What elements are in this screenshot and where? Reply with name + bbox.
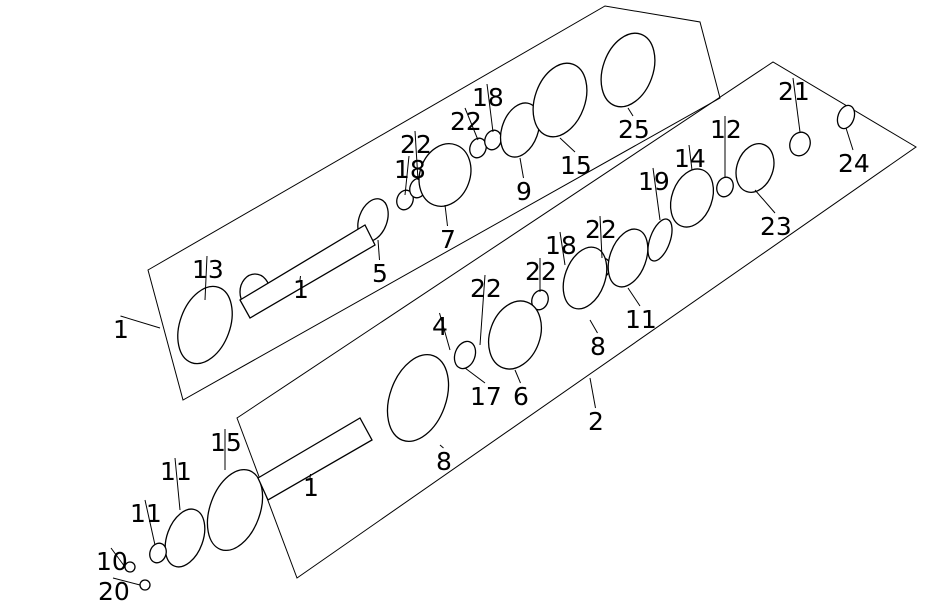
callout-22: 22	[470, 274, 502, 303]
callout-15: 15	[210, 428, 242, 457]
leader-line	[444, 204, 448, 227]
callout-4: 4	[432, 312, 448, 341]
callout-13: 13	[192, 255, 224, 284]
leader-line	[404, 155, 410, 196]
leader-line	[559, 137, 576, 153]
leader-line	[174, 457, 181, 511]
callout-20: 20	[98, 577, 130, 606]
leader-line	[439, 444, 444, 449]
leader-line	[589, 377, 596, 409]
part-shape	[164, 508, 206, 568]
group-2-outline	[236, 61, 917, 579]
leader-line	[309, 473, 311, 479]
callout-21: 21	[778, 77, 810, 106]
part-shape	[139, 579, 151, 591]
leader-line	[754, 189, 776, 214]
part-shape	[149, 542, 167, 564]
callout-12: 12	[710, 115, 742, 144]
part-shape	[386, 353, 450, 443]
part-shape	[562, 246, 608, 310]
leader-line	[464, 367, 486, 384]
part-shape	[669, 168, 715, 228]
part-shape	[647, 218, 673, 262]
leader-line	[559, 231, 566, 266]
leader-line	[299, 275, 301, 281]
callout-24: 24	[838, 149, 870, 178]
lower-shaft	[257, 417, 373, 501]
upper-shaft	[239, 224, 376, 319]
leader-line	[464, 107, 479, 141]
leader-line	[652, 167, 661, 221]
part-shape	[532, 62, 588, 138]
callout-22: 22	[450, 107, 482, 136]
part-shape	[453, 340, 477, 370]
part-shape	[499, 102, 541, 158]
callout-5: 5	[372, 259, 388, 288]
callout-9: 9	[516, 177, 532, 206]
leader-line	[377, 239, 380, 261]
callout-19: 19	[638, 167, 670, 196]
callout-1: 1	[303, 473, 319, 502]
leader-line	[589, 319, 598, 334]
leader-line	[144, 499, 156, 546]
part-shape	[487, 300, 543, 370]
part-shape	[836, 104, 856, 130]
leader-line	[439, 312, 451, 351]
part-shape	[716, 176, 734, 198]
part-shape	[418, 143, 472, 207]
callout-25: 25	[618, 115, 650, 144]
callout-14: 14	[674, 144, 706, 173]
callout-18: 18	[545, 231, 577, 260]
leader-line	[792, 77, 801, 133]
part-shape	[206, 468, 264, 552]
part-shape	[607, 228, 649, 288]
callout-22: 22	[585, 215, 617, 244]
leader-line	[688, 144, 693, 171]
leader-line	[599, 215, 603, 259]
callout-22: 22	[525, 257, 557, 286]
callout-1: 1	[293, 275, 309, 304]
leader-line	[519, 157, 524, 179]
leader-line	[845, 127, 854, 151]
callout-7: 7	[440, 225, 456, 254]
leader-line	[486, 83, 494, 133]
part-shape	[789, 131, 811, 157]
callout-8: 8	[436, 447, 452, 476]
leader-line	[627, 107, 634, 117]
callout-11: 11	[625, 305, 657, 334]
leader-line	[514, 369, 521, 384]
callout-18: 18	[394, 155, 426, 184]
callout-11: 11	[160, 457, 192, 486]
callout-8: 8	[590, 332, 606, 361]
callout-2: 2	[588, 407, 604, 436]
callout-18: 18	[472, 83, 504, 112]
callout-23: 23	[760, 212, 792, 241]
leader-line	[479, 274, 486, 346]
leader-line	[627, 287, 641, 307]
leader-line	[112, 577, 141, 586]
leader-line	[110, 547, 126, 568]
callout-17: 17	[470, 382, 502, 411]
callout-1: 1	[113, 315, 129, 344]
callout-15: 15	[560, 151, 592, 180]
callout-22: 22	[400, 130, 432, 159]
part-shape	[600, 32, 656, 108]
part-shape	[469, 137, 487, 159]
group-1-outline	[147, 5, 721, 401]
callout-6: 6	[513, 382, 529, 411]
leader-line	[120, 315, 161, 329]
callout-10: 10	[96, 547, 128, 576]
part-shape	[396, 189, 414, 211]
leader-line	[204, 255, 208, 301]
leader-line	[414, 130, 419, 181]
callout-11: 11	[130, 499, 162, 528]
part-shape	[735, 143, 775, 193]
part-shape	[177, 285, 233, 365]
